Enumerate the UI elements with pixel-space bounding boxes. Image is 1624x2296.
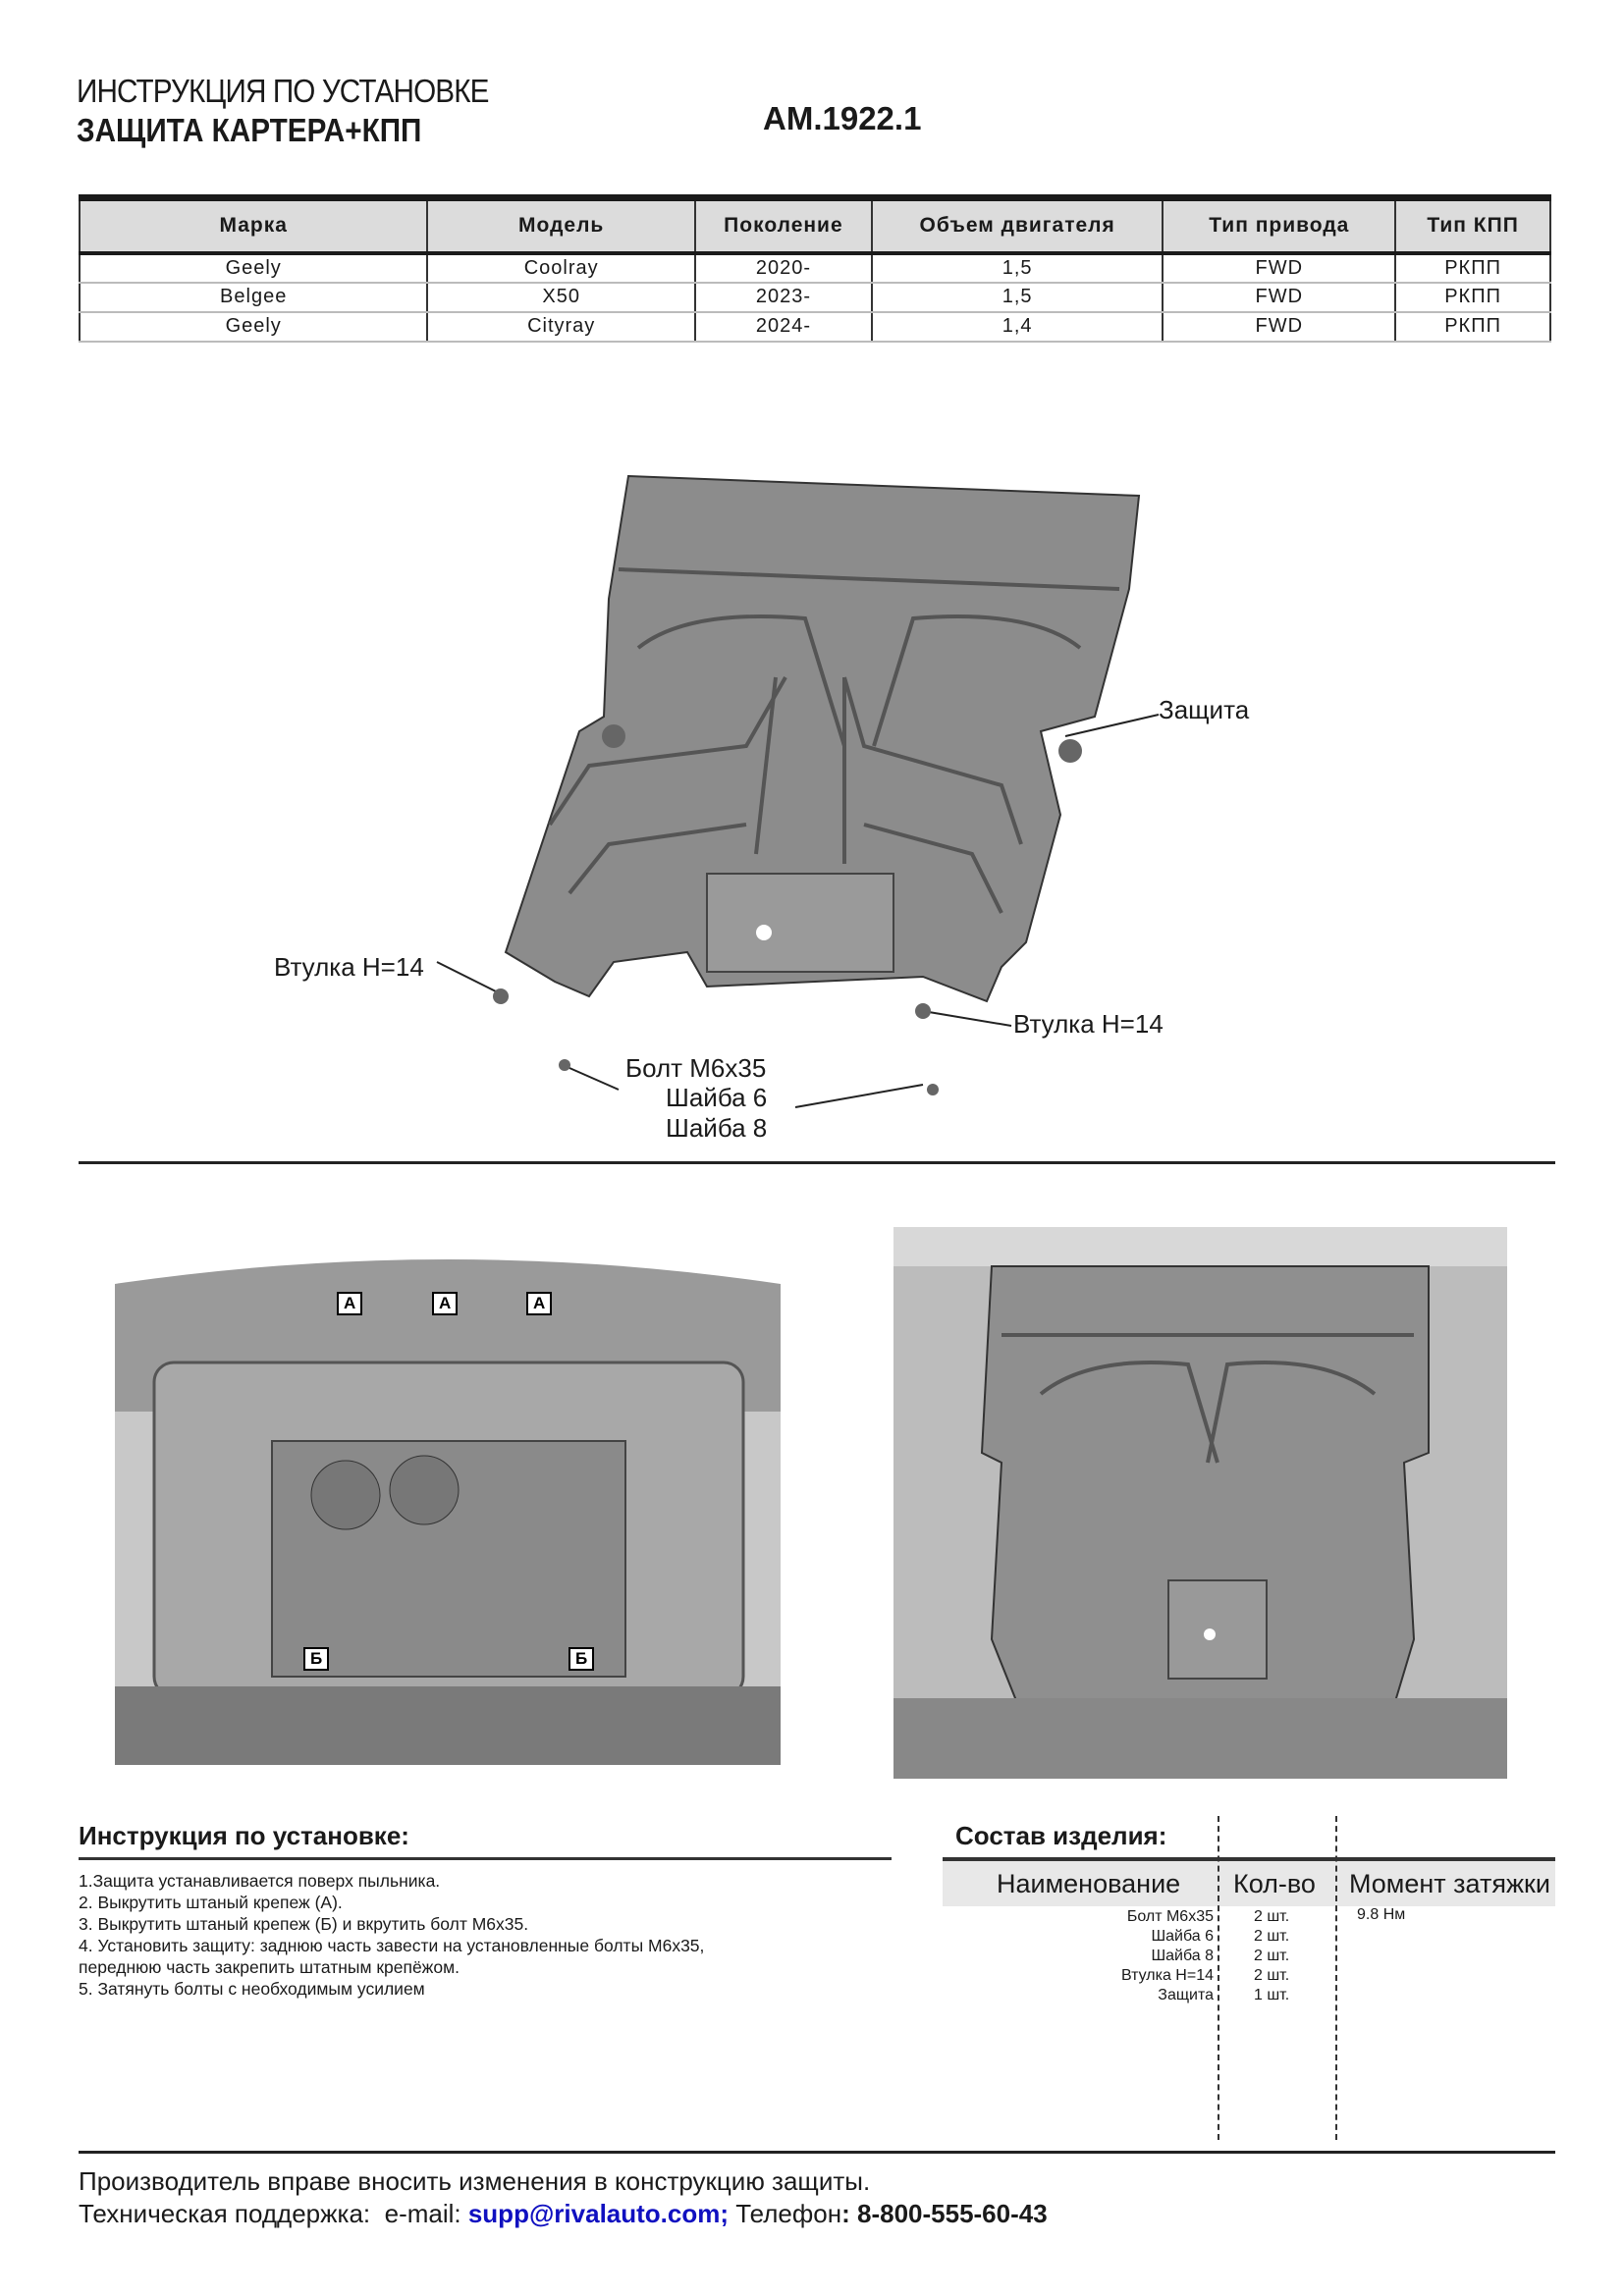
col-header: Наименование [997, 1869, 1181, 1898]
composition-qty: 2 шт. 2 шт. 2 шт. 2 шт. 1 шт. [1254, 1907, 1289, 2005]
cell: Coolray [426, 252, 696, 284]
divider [79, 1857, 892, 1860]
photo-after-install [893, 1227, 1507, 1779]
instructions-list: 1.Защита устанавливается поверх пыльника… [79, 1870, 704, 2000]
title-line2: ЗАЩИТА КАРТЕРА+КПП [77, 112, 422, 148]
composition-heading: Состав изделия: [955, 1821, 1167, 1850]
item-name: Болт М6х35 [1126, 1908, 1214, 1925]
cell: 1,5 [870, 252, 1164, 284]
item-name: Втулка H=14 [1120, 1967, 1214, 1984]
column-separator [1335, 1816, 1337, 2140]
cell: РКПП [1394, 311, 1551, 343]
divider [79, 2151, 1555, 2154]
instructions-heading: Инструкция по установке: [79, 1821, 409, 1850]
col-header: Модель [426, 196, 696, 255]
cell: Geely [78, 252, 429, 284]
item-torque: 9.8 Нм [1357, 1906, 1406, 1923]
item-qty: 2 шт. [1254, 1908, 1290, 1925]
col-header: Объем двигателя [870, 196, 1164, 255]
title-line1: ИНСТРУКЦИЯ ПО УСТАНОВКЕ [77, 73, 489, 109]
photo-before-install: А А А Б Б [115, 1245, 781, 1765]
phone-label: Телефон [729, 2199, 842, 2228]
support-email-link[interactable]: supp@rivalauto.com; [467, 2199, 730, 2228]
marker-b: Б [303, 1647, 330, 1671]
cell: X50 [426, 282, 696, 313]
col-header: Кол-во [1233, 1869, 1316, 1898]
cell: Belgee [78, 282, 429, 313]
compatibility-table: Марка Модель Поколение Объем двигателя Т… [78, 194, 1551, 343]
col-header: Поколение [693, 196, 873, 255]
instruction-step: 2. Выкрутить штаный крепеж (А). [79, 1893, 343, 1912]
label-washer6: Шайба 6 [666, 1083, 768, 1112]
marker-a: А [526, 1292, 553, 1315]
instruction-step: 3. Выкрутить штаный крепеж (Б) и вкрутит… [79, 1914, 529, 1934]
cell: 1,5 [870, 282, 1164, 313]
table-header-row: Марка Модель Поколение Объем двигателя Т… [78, 196, 1551, 255]
cell: Geely [78, 311, 429, 343]
composition-names: Болт М6х35 Шайба 6 Шайба 8 Втулка H=14 З… [1041, 1907, 1214, 2005]
instruction-step: переднюю часть закрепить штатным крепёжо… [79, 1957, 460, 1977]
footer-support: Техническая поддержка: e-mail: supp@riva… [79, 2199, 1048, 2229]
support-phone: : 8-800-555-60-43 [841, 2199, 1048, 2228]
label-washer8: Шайба 8 [666, 1113, 768, 1143]
item-qty: 1 шт. [1254, 1987, 1290, 2003]
cell: РКПП [1394, 252, 1551, 284]
cell: 2020- [693, 252, 873, 284]
col-header: Тип КПП [1394, 196, 1551, 255]
cell: РКПП [1394, 282, 1551, 313]
col-header: Момент затяжки [1349, 1869, 1550, 1898]
instruction-step: 5. Затянуть болты с необходимым усилием [79, 1979, 425, 1999]
label-guard: Защита [1159, 695, 1250, 724]
divider [79, 1161, 1555, 1164]
item-name: Шайба 8 [1151, 1948, 1214, 1964]
column-separator [1218, 1816, 1219, 2140]
col-header: Тип привода [1162, 196, 1397, 255]
cell: FWD [1162, 282, 1397, 313]
article-number: AM.1922.1 [763, 100, 922, 136]
item-name: Защита [1158, 1987, 1214, 2003]
item-qty: 2 шт. [1254, 1928, 1290, 1945]
label-bushing-right: Втулка H=14 [1013, 1009, 1164, 1039]
instruction-step: 1.Защита устанавливается поверх пыльника… [79, 1871, 441, 1891]
cell: 2024- [693, 311, 873, 343]
support-label: Техническая поддержка: e-mail: [79, 2199, 468, 2228]
skid-plate-diagram [436, 474, 1160, 1108]
instruction-step: 4. Установить защиту: заднюю часть завес… [79, 1936, 705, 1955]
cell: FWD [1162, 252, 1397, 284]
cell: 2023- [693, 282, 873, 313]
cell: 1,4 [870, 311, 1164, 343]
col-header: Марка [78, 196, 429, 255]
marker-a: А [432, 1292, 459, 1315]
label-bushing-left: Втулка H=14 [274, 952, 424, 982]
item-qty: 2 шт. [1254, 1967, 1290, 1984]
marker-a: А [337, 1292, 363, 1315]
label-bolt: Болт М6х35 [625, 1053, 767, 1083]
composition-header: Наименование Кол-во Момент затяжки [943, 1857, 1555, 1906]
marker-b: Б [568, 1647, 595, 1671]
footer-notice: Производитель вправе вносить изменения в… [79, 2166, 871, 2196]
cell: Cityray [426, 311, 696, 343]
item-qty: 2 шт. [1254, 1948, 1290, 1964]
item-name: Шайба 6 [1151, 1928, 1214, 1945]
cell: FWD [1162, 311, 1397, 343]
